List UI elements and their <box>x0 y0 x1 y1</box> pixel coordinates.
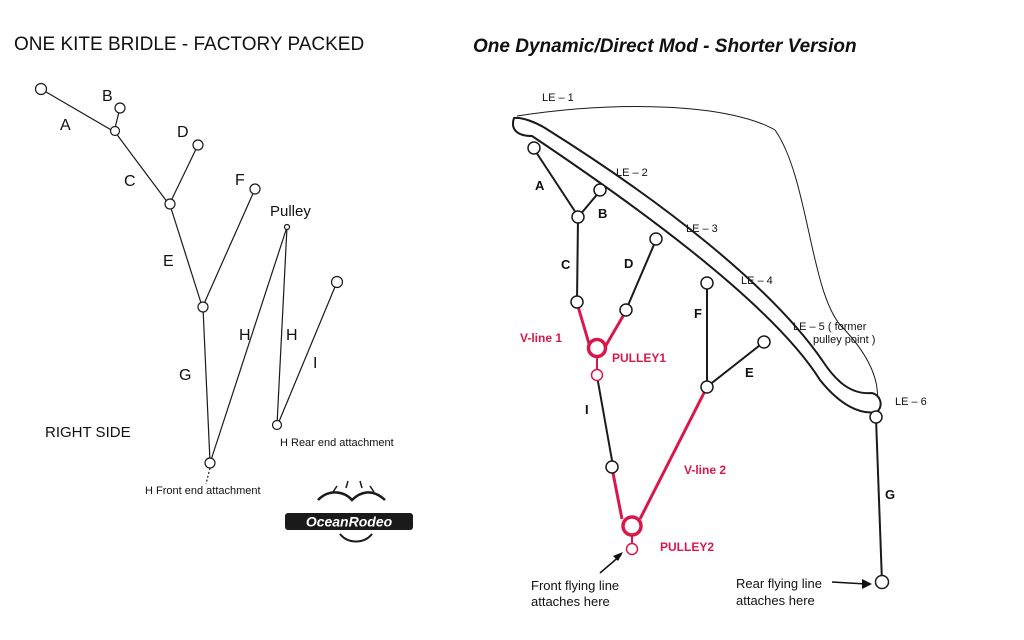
label-b: B <box>102 88 113 105</box>
vline1 <box>575 302 628 348</box>
node-ef-junction <box>197 301 209 313</box>
front-arrow <box>613 552 623 561</box>
r-line-a <box>533 148 579 217</box>
line-f <box>202 188 256 307</box>
r-line-d <box>625 239 657 311</box>
svg-text:OceanRodeo: OceanRodeo <box>306 514 393 530</box>
modified-bridle-diagram: One Dynamic/Direct Mod - Shorter Version <box>473 36 927 609</box>
pulley2-wheel <box>621 515 643 537</box>
label-d: D <box>177 124 189 141</box>
front-attach-lead <box>205 467 211 485</box>
line-c <box>114 131 169 204</box>
le5-sublabel: pulley point ) <box>813 334 875 346</box>
r-node-rear-attach <box>874 574 890 590</box>
r-node-f-end <box>700 276 714 290</box>
line-a <box>40 88 114 132</box>
r-node-ef-junction <box>700 380 714 394</box>
line-h-front <box>210 226 288 461</box>
r-node-c-end <box>570 295 584 309</box>
label-c: C <box>124 173 136 190</box>
r-label-a: A <box>535 178 545 193</box>
front-note-line2: attaches here <box>531 594 610 609</box>
line-d <box>169 144 199 204</box>
vline1-label: V-line 1 <box>520 331 562 345</box>
r-line-e <box>707 341 765 387</box>
label-h-front: H <box>239 327 251 344</box>
node-ab-junction <box>109 125 121 137</box>
r-node-e-end <box>757 335 771 349</box>
r-label-f: F <box>694 306 702 321</box>
left-title: ONE KITE BRIDLE - FACTORY PACKED <box>14 34 364 55</box>
r-label-g: G <box>885 487 895 502</box>
line-e <box>169 204 203 307</box>
le2-label: LE – 2 <box>616 167 648 179</box>
front-note-line1: Front flying line <box>531 578 619 593</box>
label-g: G <box>179 367 191 384</box>
r-node-d-end <box>649 232 663 246</box>
r-line-i <box>596 375 614 467</box>
pulley-point <box>283 223 291 231</box>
le1-label: LE – 1 <box>542 92 574 104</box>
factory-bridle-diagram: ONE KITE BRIDLE - FACTORY PACKED A B C D… <box>14 34 413 543</box>
ocean-rodeo-logo: OceanRodeo <box>285 480 413 543</box>
r-label-d: D <box>624 256 633 271</box>
le4-label: LE – 4 <box>741 275 773 287</box>
pulley1-wheel <box>586 337 608 359</box>
node-a-end <box>34 82 48 96</box>
r-line-c <box>576 217 579 302</box>
r-label-c: C <box>561 257 571 272</box>
r-node-d-low <box>619 303 633 317</box>
vline2 <box>610 386 709 520</box>
label-e: E <box>163 253 174 270</box>
right-title: One Dynamic/Direct Mod - Shorter Version <box>473 36 857 57</box>
le5-label: LE – 5 ( former <box>793 321 867 333</box>
r-label-b: B <box>598 206 607 221</box>
label-a: A <box>60 117 71 134</box>
pulley-label: Pulley <box>270 203 311 220</box>
node-f-end <box>249 183 261 195</box>
line-h-rear <box>276 226 288 426</box>
r-label-e: E <box>745 365 754 380</box>
leading-edge <box>512 116 882 414</box>
r-line-g <box>875 417 883 583</box>
node-cd-junction <box>164 198 176 210</box>
pulley2-label: PULLEY2 <box>660 540 714 554</box>
pulley1-label: PULLEY1 <box>612 351 666 365</box>
right-side-label: RIGHT SIDE <box>45 424 131 441</box>
r-node-le6 <box>869 410 883 424</box>
rear-note-line1: Rear flying line <box>736 576 822 591</box>
front-attachment-label: H Front end attachment <box>145 485 261 497</box>
node-rear-attach <box>271 419 283 431</box>
vline2-label: V-line 2 <box>684 463 726 477</box>
le3-label: LE – 3 <box>686 223 718 235</box>
node-i-end <box>330 275 344 289</box>
r-node-ab-junction <box>571 210 585 224</box>
line-i <box>277 281 338 425</box>
rear-arrow <box>862 579 872 589</box>
r-node-a-end <box>527 141 541 155</box>
rear-attachment-label: H Rear end attachment <box>280 437 394 449</box>
pulley1-ring <box>590 368 604 382</box>
label-f: F <box>235 172 245 189</box>
r-label-i: I <box>585 402 589 417</box>
kite-canopy-outline <box>516 106 878 403</box>
node-front-attach <box>204 457 216 469</box>
r-node-b-end <box>593 183 607 197</box>
node-d-end <box>192 139 204 151</box>
label-i: I <box>313 355 317 372</box>
rear-note-line2: attaches here <box>736 593 815 608</box>
pulley2-ring <box>625 542 639 556</box>
r-node-i-end <box>605 460 619 474</box>
line-g <box>202 307 211 463</box>
label-h-rear: H <box>286 327 298 344</box>
le6-label: LE – 6 <box>895 396 927 408</box>
node-b-end <box>114 102 126 114</box>
